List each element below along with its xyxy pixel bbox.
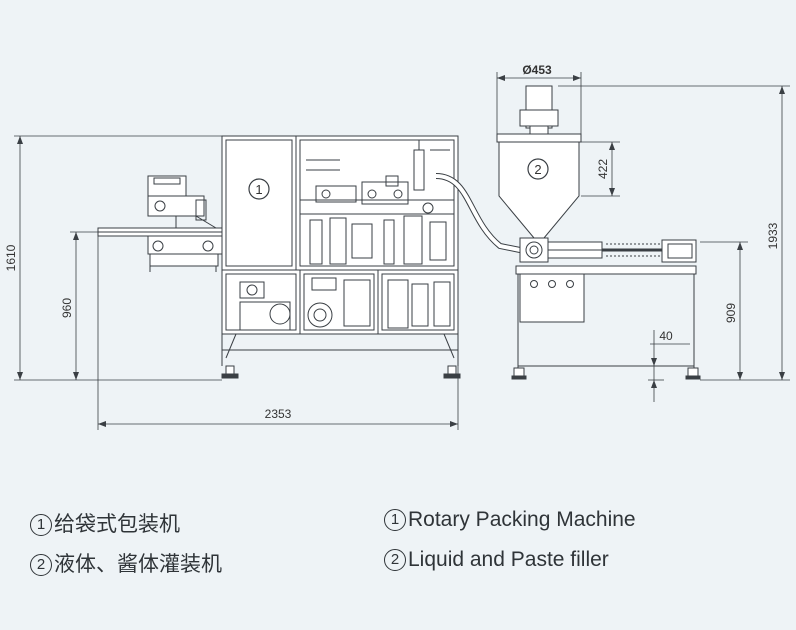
liquid-paste-filler bbox=[496, 85, 701, 380]
legend-cn-1-number: 1 bbox=[30, 514, 52, 536]
dim-960: 960 bbox=[60, 298, 74, 318]
legend-cn-2-number: 2 bbox=[30, 554, 52, 576]
legend-en-1-number: 1 bbox=[384, 509, 406, 531]
rotary-packing-machine bbox=[97, 135, 461, 379]
callout-number-1: 1 bbox=[255, 182, 262, 197]
dim-909: 909 bbox=[724, 303, 738, 323]
callout-number-2: 2 bbox=[534, 162, 541, 177]
dimension-lines bbox=[14, 72, 790, 430]
legend-cn-2-text: 液体、酱体灌装机 bbox=[54, 552, 222, 576]
dim-1610: 1610 bbox=[4, 244, 18, 271]
dim-1933: 1933 bbox=[766, 222, 780, 249]
legend-cn-1-text: 给袋式包装机 bbox=[54, 512, 180, 536]
dim-2353: 2353 bbox=[265, 407, 292, 421]
callout-circle-1 bbox=[248, 178, 270, 200]
legend-en-2-number: 2 bbox=[384, 549, 406, 571]
dim-422: 422 bbox=[596, 159, 610, 179]
legend-en-2-text: Liquid and Paste filler bbox=[408, 548, 609, 571]
legend-en-1-text: Rotary Packing Machine bbox=[408, 508, 636, 531]
dim-diameter-453: Ø453 bbox=[522, 63, 552, 77]
callout-circle-2 bbox=[527, 158, 549, 180]
dim-40: 40 bbox=[659, 329, 673, 343]
machine-drawing: 1 2 1610 960 2353 Ø453 422 1933 909 40 bbox=[4, 63, 790, 430]
